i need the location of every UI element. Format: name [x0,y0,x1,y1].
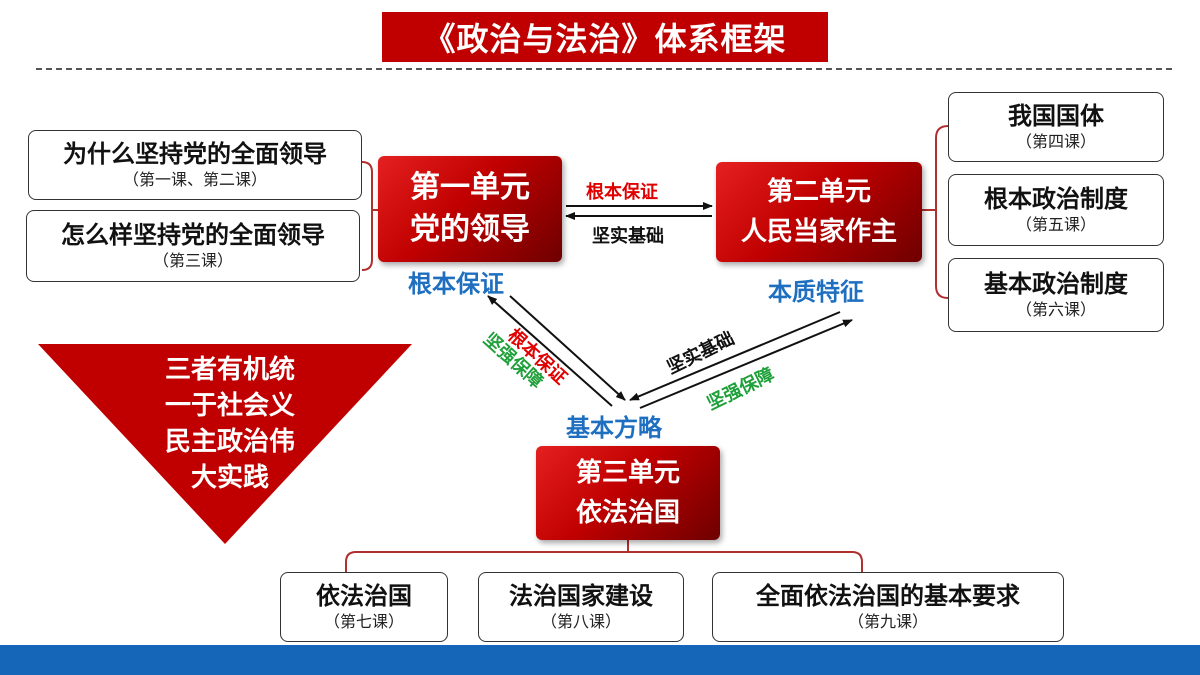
right-box-basic-system: 基本政治制度 （第六课） [948,258,1164,332]
triangle-line-2: 一于社会义 [164,391,295,421]
right-box-fundamental-system: 根本政治制度 （第五课） [948,174,1164,246]
left-box-why-sub: （第一课、第二课） [122,170,267,189]
bottom-box-construction: 法治国家建设 （第八课） [478,572,684,642]
unit-2-line2: 人民当家作主 [740,217,897,247]
label-u3-basic-strategy: 基本方略 [566,414,662,442]
unit-1-line2: 党的领导 [410,212,530,247]
left-box-why-main: 为什么坚持党的全面领导 [63,140,327,168]
left-box-how-main: 怎么样坚持党的全面领导 [61,221,325,249]
right-box-basic-system-main: 基本政治制度 [984,270,1128,298]
label-u1-fundamental-guarantee: 根本保证 [408,270,504,298]
dashed-divider [36,68,1172,70]
triangle-line-3: 民主政治伟 [164,427,295,457]
right-box-state-system-sub: （第四课） [1015,132,1096,151]
arrow-u2-to-u3 [629,311,841,401]
page-title: 《政治与法治》体系框架 [382,12,828,62]
unit-2-box: 第二单元 人民当家作主 [716,162,922,262]
right-box-fundamental-system-main: 根本政治制度 [984,185,1128,213]
unit-1-line1: 第一单元 [410,170,530,205]
bottom-bracket [345,551,863,572]
right-box-state-system: 我国国体 （第四课） [948,92,1164,162]
right-box-fundamental-system-sub: （第五课） [1015,215,1096,234]
unit-2-line1: 第二单元 [766,177,871,207]
unit-3-box: 第三单元 依法治国 [536,446,720,540]
left-box-how: 怎么样坚持党的全面领导 （第三课） [26,210,360,282]
unit-1-box: 第一单元 党的领导 [378,156,562,262]
arrow-u3-to-u1 [487,295,613,407]
bottom-box-requirements-sub: （第九课） [847,612,928,631]
bottom-box-construction-sub: （第八课） [540,612,621,631]
label-u2-essential-feature: 本质特征 [768,278,864,306]
unit-3-line2: 依法治国 [575,498,680,528]
arrow-u1-to-u3 [509,295,626,401]
right-box-state-system-main: 我国国体 [1008,102,1104,130]
triangle-line-1: 三者有机统 [164,355,295,385]
label-top-red: 根本保证 [586,182,658,203]
bottom-bar [0,645,1200,675]
triangle-line-4: 大实践 [190,463,269,493]
arrow-u3-to-u2 [639,319,853,409]
red-triangle [38,344,412,544]
triangle-text: 三者有机统 一于社会义 民主政治伟 大实践 [130,352,330,496]
bottom-box-rule-of-law-sub: （第七课） [323,612,404,631]
left-bracket [361,161,373,271]
right-box-basic-system-sub: （第六课） [1015,300,1096,319]
left-box-why: 为什么坚持党的全面领导 （第一课、第二课） [28,130,362,200]
bottom-box-rule-of-law: 依法治国 （第七课） [280,572,448,642]
unit-3-line1: 第三单元 [575,458,680,488]
left-box-how-sub: （第三课） [152,251,233,270]
bottom-box-rule-of-law-main: 依法治国 [316,582,412,610]
bottom-box-requirements: 全面依法治国的基本要求 （第九课） [712,572,1064,642]
bottom-box-construction-main: 法治国家建设 [509,582,653,610]
label-top-black: 坚实基础 [592,226,664,247]
right-bracket [935,125,949,299]
bottom-box-requirements-main: 全面依法治国的基本要求 [756,582,1020,610]
